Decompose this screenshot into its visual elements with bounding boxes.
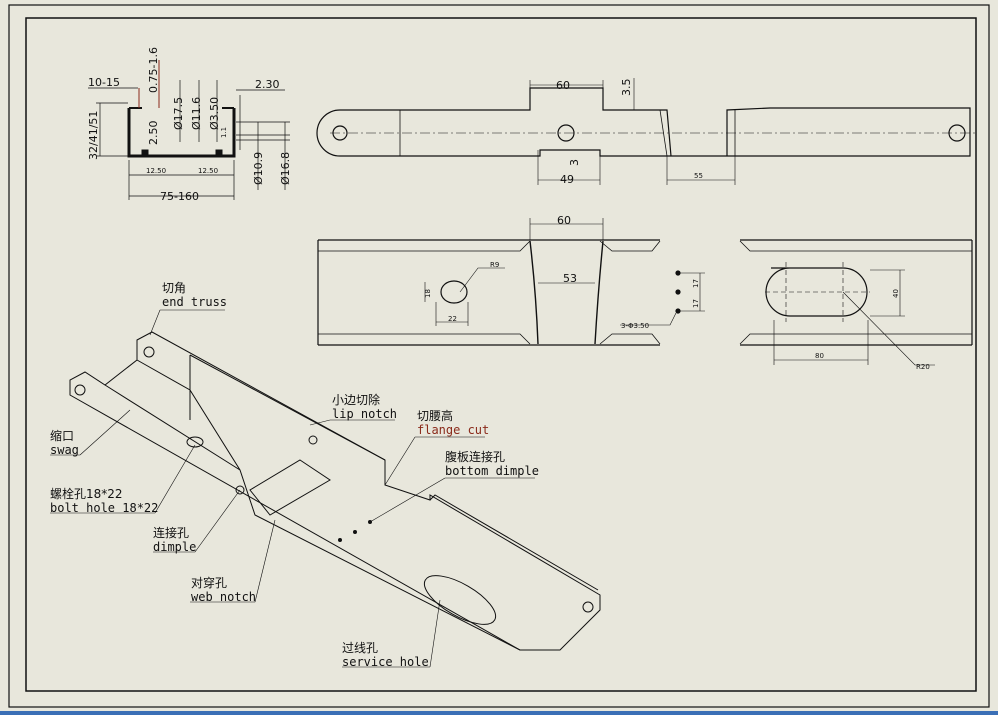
callout-swag-en: swag: [50, 443, 79, 457]
callout-bottom-dimple-en: bottom dimple: [445, 464, 539, 478]
dim-width: 75-160: [160, 190, 199, 203]
top-view: [317, 218, 973, 366]
top-dim-53: 53: [563, 272, 577, 285]
dim-10-15: 10-15: [88, 76, 120, 89]
inner-frame: [25, 17, 977, 692]
side-dim-60: 60: [556, 79, 570, 92]
side-dim-3-5: 3.5: [620, 79, 633, 97]
callout-bottom-dimple-cn: 腹板连接孔: [445, 449, 505, 464]
top-dim-17-b: 17: [692, 299, 700, 308]
top-dim-r20: R20: [916, 363, 930, 371]
dim-dia-11-6: Ø11.6: [190, 97, 203, 130]
dim-12-50-right: 12.50: [198, 167, 218, 175]
isometric-view: [50, 309, 601, 668]
side-view: [316, 78, 975, 185]
dim-dia-16-8: Ø16.8: [279, 152, 292, 185]
callout-web-notch-cn: 对穿孔: [191, 575, 227, 590]
callout-web-notch-en: web notch: [191, 590, 256, 604]
callout-swag-cn: 缩口: [50, 428, 74, 443]
side-dim-55: 55: [694, 172, 703, 180]
top-dim-18: 18: [424, 289, 432, 298]
callout-dimple-cn: 连接孔: [153, 525, 189, 540]
callout-bolt-hole-en: bolt hole 18*22: [50, 501, 158, 515]
callout-flange-cut-cn: 切腰高: [417, 408, 453, 423]
callout-bolt-hole-cn: 螺栓孔18*22: [50, 486, 123, 501]
dim-1-1: 1.1: [220, 127, 228, 138]
dim-2-50: 2.50: [147, 121, 160, 146]
callout-service-hole-cn: 过线孔: [342, 641, 378, 655]
dim-thickness: 0.75-1.6: [147, 47, 160, 93]
callout-lip-notch-en: lip notch: [332, 407, 397, 421]
dim-dia-17-5: Ø17.5: [172, 97, 185, 130]
callout-service-hole-en: service hole: [342, 655, 429, 669]
top-dim-40: 40: [892, 289, 900, 298]
callout-lip-notch-cn: 小边切除: [332, 392, 380, 407]
section-view: [88, 60, 290, 200]
side-dim-49: 49: [560, 173, 574, 186]
callout-dimple-en: dimple: [153, 540, 196, 554]
dim-dia-3-50: Ø3.50: [208, 97, 221, 130]
callout-flange-cut-en: flange cut: [417, 423, 489, 437]
top-dim-r9: R9: [490, 261, 499, 269]
top-dim-80: 80: [815, 352, 824, 360]
top-dim-holes: 3-Φ3.50: [621, 322, 649, 330]
dim-dia-10-9: Ø10.9: [252, 152, 265, 185]
dim-height: 32/41/51: [87, 111, 100, 160]
top-dim-17-a: 17: [692, 279, 700, 288]
side-dim-3: 3: [568, 159, 581, 166]
dim-2-30: 2.30: [255, 78, 280, 91]
callout-end-truss-cn: 切角: [162, 281, 186, 295]
outer-frame: [8, 4, 990, 708]
window-bottom-bar: [0, 711, 998, 715]
top-dim-60: 60: [557, 214, 571, 227]
dim-12-50-left: 12.50: [146, 167, 166, 175]
top-dim-22: 22: [448, 315, 457, 323]
callout-end-truss-en: end truss: [162, 295, 227, 309]
